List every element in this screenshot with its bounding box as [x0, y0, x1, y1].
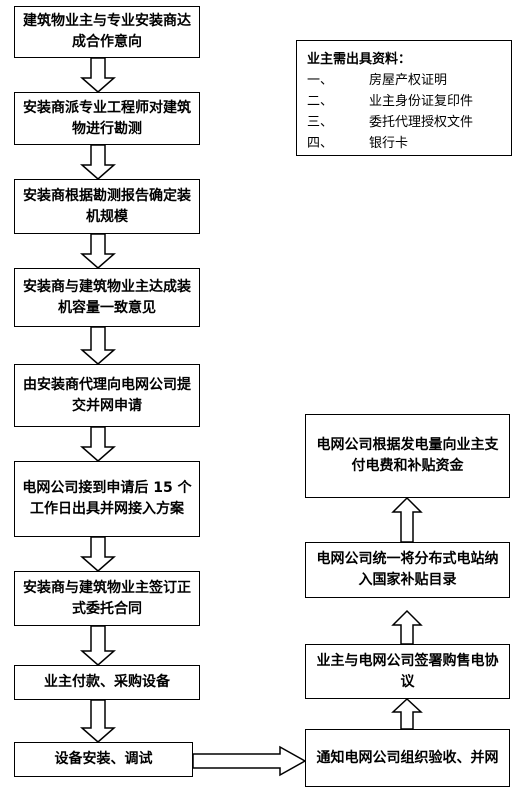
- document-number: 四、: [307, 136, 334, 151]
- arrow-down: [80, 57, 116, 93]
- right-step-1-box: 通知电网公司组织验收、并网: [305, 729, 510, 787]
- document-item: 三、 委托代理授权文件: [307, 112, 501, 133]
- step-2-text: 安装商派专业工程师对建筑物进行勘测: [23, 99, 191, 137]
- arrow-down: [80, 699, 116, 743]
- step-9-text: 设备安装、调试: [54, 751, 153, 767]
- step-1-box: 建筑物业主与专业安装商达成合作意向: [14, 6, 200, 58]
- step-6-box: 电网公司接到申请后 15 个工作日出具并网接入方案: [14, 461, 200, 537]
- arrow-down: [80, 233, 116, 269]
- arrow-down: [80, 144, 116, 180]
- step-8-box: 业主付款、采购设备: [14, 665, 200, 700]
- required-documents-box: 业主需出具资料： 一、房屋产权证明 二、业主身份证复印件 三、委托代理授权文件 …: [296, 40, 512, 156]
- step-5-box: 由安装商代理向电网公司提交并网申请: [14, 364, 200, 427]
- step-6-text: 电网公司接到申请后 15 个工作日出具并网接入方案: [22, 480, 192, 517]
- right-step-1-text: 通知电网公司组织验收、并网: [316, 749, 499, 766]
- arrow-down: [80, 536, 116, 572]
- document-text: 委托代理授权文件: [369, 115, 474, 130]
- arrow-up: [391, 697, 423, 730]
- step-5-text: 由安装商代理向电网公司提交并网申请: [23, 376, 191, 414]
- document-number: 二、: [307, 94, 334, 109]
- step-8-text: 业主付款、采购设备: [44, 674, 170, 690]
- arrow-up: [391, 496, 423, 543]
- required-documents-title: 业主需出具资料：: [307, 52, 412, 67]
- right-step-4-box: 电网公司根据发电量向业主支付电费和补贴资金: [305, 414, 510, 498]
- document-item: 一、 房屋产权证明: [307, 70, 501, 91]
- document-text: 银行卡: [369, 136, 409, 151]
- step-4-text: 安装商与建筑物业主达成装机容量一致意见: [23, 278, 191, 316]
- step-7-box: 安装商与建筑物业主签订正式委托合同: [14, 571, 200, 626]
- right-step-3-text: 电网公司统一将分布式电站纳入国家补贴目录: [316, 551, 499, 588]
- right-step-3-box: 电网公司统一将分布式电站纳入国家补贴目录: [305, 542, 510, 598]
- step-4-box: 安装商与建筑物业主达成装机容量一致意见: [14, 268, 200, 327]
- arrow-up: [391, 609, 423, 645]
- step-2-box: 安装商派专业工程师对建筑物进行勘测: [14, 92, 200, 145]
- document-item: 四、 银行卡: [307, 133, 501, 154]
- arrow-down: [80, 625, 116, 666]
- arrow-right: [192, 745, 307, 777]
- arrow-down: [80, 326, 116, 365]
- step-1-text: 建筑物业主与专业安装商达成合作意向: [23, 13, 191, 50]
- right-step-2-text: 业主与电网公司签署购售电协议: [316, 652, 499, 690]
- right-step-2-box: 业主与电网公司签署购售电协议: [305, 644, 510, 699]
- document-text: 业主身份证复印件: [369, 94, 474, 109]
- document-text: 房屋产权证明: [369, 73, 448, 88]
- arrow-down: [80, 426, 116, 462]
- document-number: 一、: [307, 73, 334, 88]
- step-3-box: 安装商根据勘测报告确定装机规模: [14, 179, 200, 234]
- step-3-text: 安装商根据勘测报告确定装机规模: [23, 187, 191, 225]
- step-9-box: 设备安装、调试: [14, 742, 193, 777]
- right-step-4-text: 电网公司根据发电量向业主支付电费和补贴资金: [316, 437, 499, 474]
- document-item: 二、 业主身份证复印件: [307, 91, 501, 112]
- document-number: 三、: [307, 115, 334, 130]
- step-7-text: 安装商与建筑物业主签订正式委托合同: [23, 579, 191, 617]
